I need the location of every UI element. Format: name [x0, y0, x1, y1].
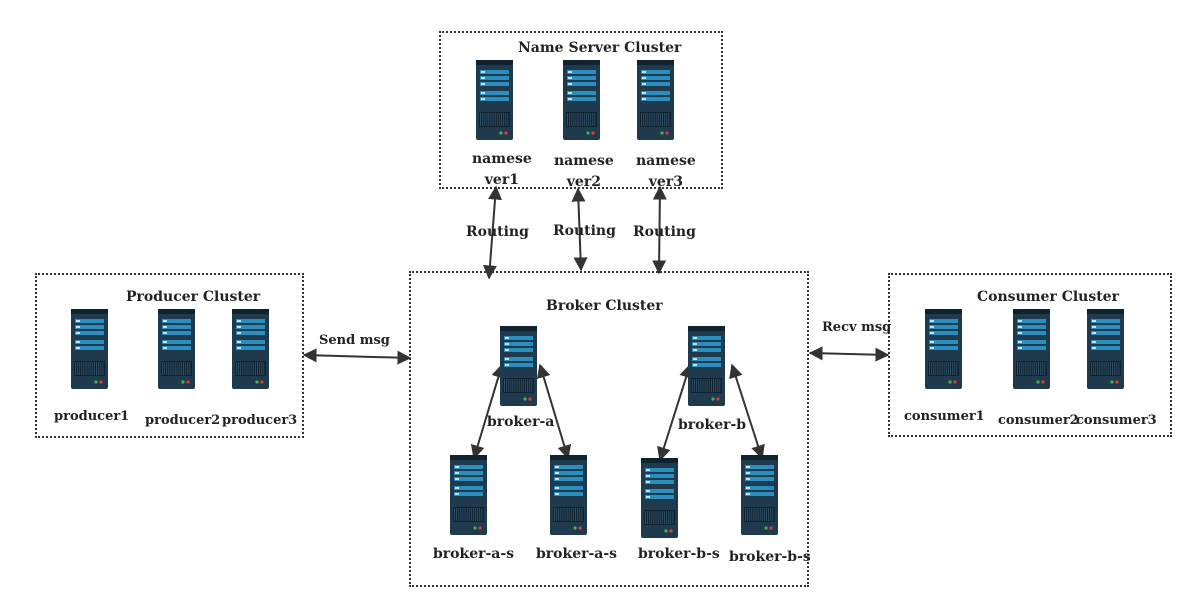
replica-arrow-a2	[536, 363, 572, 460]
replica-arrow-a1	[470, 363, 506, 460]
producer-2-label: producer2	[145, 413, 221, 428]
routing-arrow-1	[482, 185, 503, 280]
nameserver-2-label: namese ver2	[554, 151, 614, 193]
consumer-3-label: consumer3	[1076, 413, 1157, 428]
nameserver-1-line1: namese	[472, 151, 532, 167]
producer-3-label: producer3	[222, 413, 298, 428]
routing-label-1: Routing	[466, 224, 529, 240]
nameserver-3-line1: namese	[636, 153, 696, 169]
producer-cluster-title: Producer Cluster	[126, 289, 261, 305]
nameserver-3-line2: ver3	[648, 174, 683, 190]
nameserver-2-line2: ver2	[566, 174, 601, 190]
broker-a-s-label-2: broker-a-s	[536, 546, 618, 562]
routing-arrow-3	[652, 185, 667, 275]
server-icon	[232, 309, 269, 389]
broker-b-s-label-1: broker-b-s	[638, 546, 720, 562]
server-icon	[1013, 309, 1050, 389]
send-msg-arrow	[302, 348, 412, 365]
server-icon	[1087, 309, 1124, 389]
server-icon	[476, 60, 513, 140]
nameserver-3-label: namese ver3	[636, 151, 696, 193]
server-icon	[925, 309, 962, 389]
consumer-1-label: consumer1	[904, 409, 985, 424]
server-icon	[158, 309, 195, 389]
broker-cluster	[409, 271, 809, 587]
send-msg-label: Send msg	[319, 333, 390, 348]
routing-label-2: Routing	[553, 223, 616, 239]
broker-b-label: broker-b	[678, 417, 747, 433]
nameserver-1-line2: ver1	[484, 172, 519, 188]
routing-arrow-2	[571, 187, 588, 272]
server-icon	[637, 60, 674, 140]
recv-msg-arrow	[808, 346, 890, 362]
name-server-cluster-title: Name Server Cluster	[518, 40, 682, 56]
nameserver-2-line1: namese	[554, 153, 614, 169]
producer-1-label: producer1	[54, 409, 130, 424]
replica-arrow-b1	[657, 363, 693, 462]
server-icon	[550, 455, 587, 535]
nameserver-1-label: namese ver1	[472, 149, 532, 191]
server-icon	[450, 455, 487, 535]
server-icon	[741, 455, 778, 535]
server-icon	[563, 60, 600, 140]
consumer-2-label: consumer2	[998, 413, 1079, 428]
broker-a-s-label-1: broker-a-s	[433, 546, 515, 562]
recv-msg-label: Recv msg	[822, 320, 892, 335]
consumer-cluster-title: Consumer Cluster	[977, 289, 1119, 305]
broker-a-label: broker-a	[487, 414, 555, 430]
server-icon	[71, 309, 108, 389]
server-icon	[641, 458, 678, 538]
routing-label-3: Routing	[633, 224, 696, 240]
server-icon	[500, 326, 537, 406]
broker-cluster-title: Broker Cluster	[546, 298, 663, 314]
server-icon	[688, 326, 725, 406]
broker-b-s-label-2: broker-b-s	[729, 549, 811, 565]
replica-arrow-b2	[729, 363, 765, 460]
